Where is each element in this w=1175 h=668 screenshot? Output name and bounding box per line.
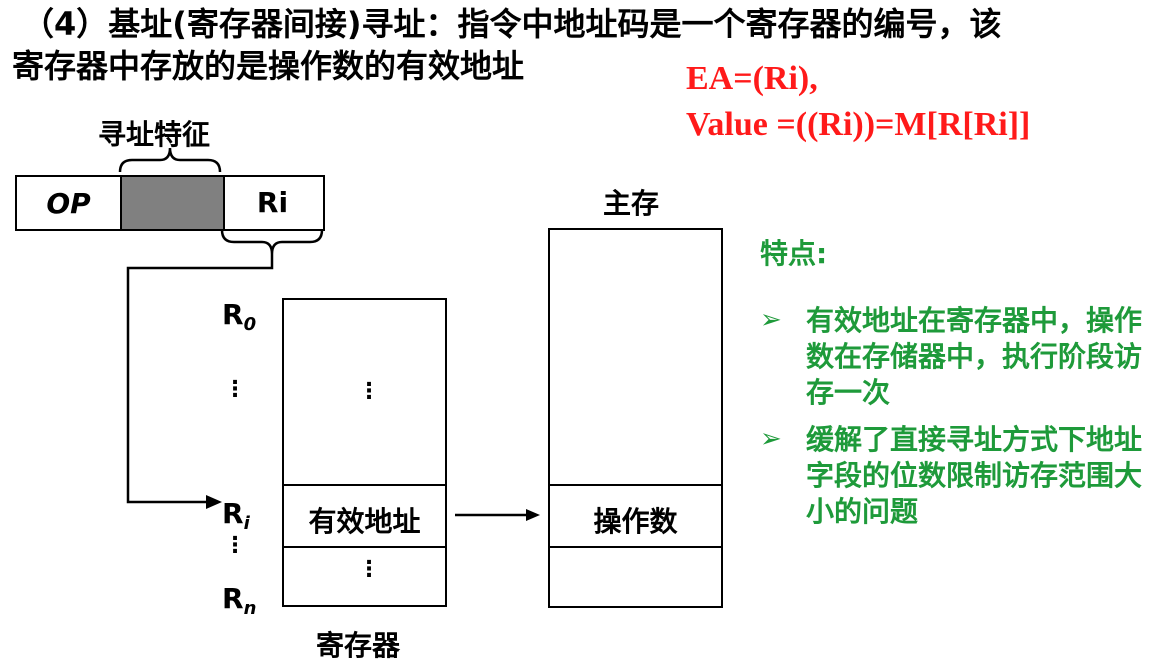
feature-brace — [118, 147, 222, 173]
heading-line-1: （4）基址(寄存器间接)寻址：指令中地址码是一个寄存器的编号，该 — [22, 5, 1002, 43]
ri-pointer-line — [126, 254, 274, 504]
memory-operand-cell: 操作数 — [548, 484, 723, 548]
register-ri-cell: 有效地址 — [282, 484, 447, 548]
ea-formula: EA=(Ri), — [686, 60, 818, 97]
ri-field-label: Ri — [256, 186, 289, 219]
addressing-feature-field — [120, 177, 225, 229]
feature-item-text: 缓解了直接寻址方式下地址字段的位数限制访存范围大小的问题 — [806, 423, 1143, 528]
ri-label: Ri — [222, 497, 250, 534]
op-field: OP — [17, 177, 120, 229]
op-field-label: OP — [46, 187, 91, 220]
register-ellipsis-inner-bottom: ⋮ — [358, 557, 380, 582]
heading-line-2: 寄存器中存放的是操作数的有效地址 — [12, 47, 525, 85]
register-ellipsis-inner-top: ⋮ — [358, 379, 380, 404]
ea-to-memory-arrowhead — [526, 509, 540, 521]
effective-address-label: 有效地址 — [308, 505, 421, 538]
register-ellipsis-left-top: ⋮ — [224, 377, 246, 402]
feature-label: 寻址特征 — [98, 118, 211, 151]
bullet-arrow-icon: ➢ — [760, 305, 782, 335]
r0-label: R0 — [222, 298, 257, 335]
ri-brace — [220, 229, 324, 255]
main-memory: 操作数 — [548, 228, 723, 608]
ri-pointer-arrowhead — [206, 495, 222, 509]
bullet-arrow-icon: ➢ — [760, 424, 782, 454]
operand-label: 操作数 — [593, 505, 678, 538]
memory-caption: 主存 — [603, 187, 660, 220]
register-file-caption: 寄存器 — [316, 629, 401, 662]
value-formula: Value =((Ri))=M[R[Ri]] — [686, 106, 1031, 143]
rn-label: Rn — [222, 582, 257, 619]
ri-field: Ri — [222, 177, 323, 229]
features-heading: 特点: — [760, 237, 828, 270]
register-file: ⋮ 有效地址 ⋮ — [282, 298, 447, 607]
register-ellipsis-left-bottom: ⋮ — [224, 533, 246, 558]
instruction-format: OP Ri — [15, 175, 325, 231]
feature-item-text: 有效地址在寄存器中，操作数在存储器中，执行阶段访存一次 — [806, 304, 1143, 409]
